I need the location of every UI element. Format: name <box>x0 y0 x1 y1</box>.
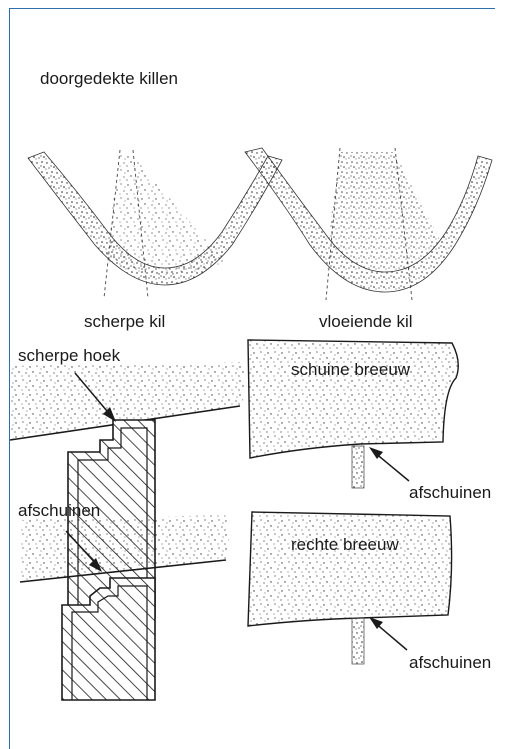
heading-covered-fillets: doorgedekte killen <box>40 70 178 87</box>
label-flowing-fillet: vloeiende kil <box>319 313 413 330</box>
label-sharp-fillet: scherpe kil <box>84 313 165 330</box>
label-slanted-bead: schuine breeuw <box>291 361 410 378</box>
label-sharp-corner: scherpe hoek <box>18 347 120 364</box>
label-chamfer-top-right: afschuinen <box>409 484 491 501</box>
label-chamfer-bottom-right: afschuinen <box>409 654 491 671</box>
label-chamfer-left: afschuinen <box>18 502 100 519</box>
sharp-fillet-drawing <box>28 150 282 298</box>
chamfer-left-drawing <box>20 515 229 700</box>
label-straight-bead: rechte breeuw <box>291 536 399 553</box>
flowing-fillet-drawing <box>245 148 492 300</box>
